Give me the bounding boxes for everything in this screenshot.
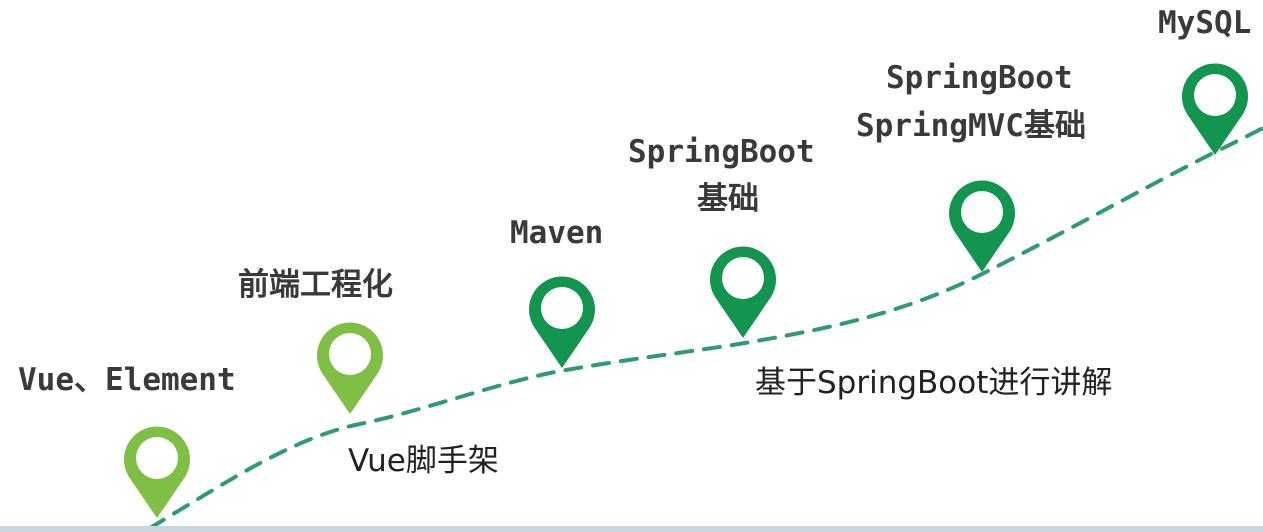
location-pin-icon [1182, 63, 1248, 155]
milestone-label-springboot: SpringBoot [628, 134, 815, 170]
location-pin-icon [529, 276, 595, 368]
bottom-divider [0, 526, 1263, 532]
milestone-label-vue-element: Vue、Element [18, 362, 236, 398]
milestone-label-springmvc-basics: SpringMVC基础 [856, 108, 1086, 144]
path-note-vue-scaffold: Vue脚手架 [348, 443, 499, 479]
path-note-springboot: 基于SpringBoot进行讲解 [755, 365, 1112, 401]
milestone-label-maven: Maven [510, 215, 603, 251]
milestone-label-frontend-engineering: 前端工程化 [238, 267, 393, 303]
milestone-label-springboot-basics: 基础 [697, 181, 759, 217]
location-pin-icon [317, 322, 383, 414]
location-pin-icon [124, 426, 190, 518]
learning-path [148, 126, 1263, 530]
milestone-label-mysql: MySQL [1158, 5, 1251, 41]
location-pin-icon [948, 180, 1015, 272]
location-pin-icon [710, 246, 777, 338]
milestone-label-springboot-2: SpringBoot [886, 60, 1073, 96]
